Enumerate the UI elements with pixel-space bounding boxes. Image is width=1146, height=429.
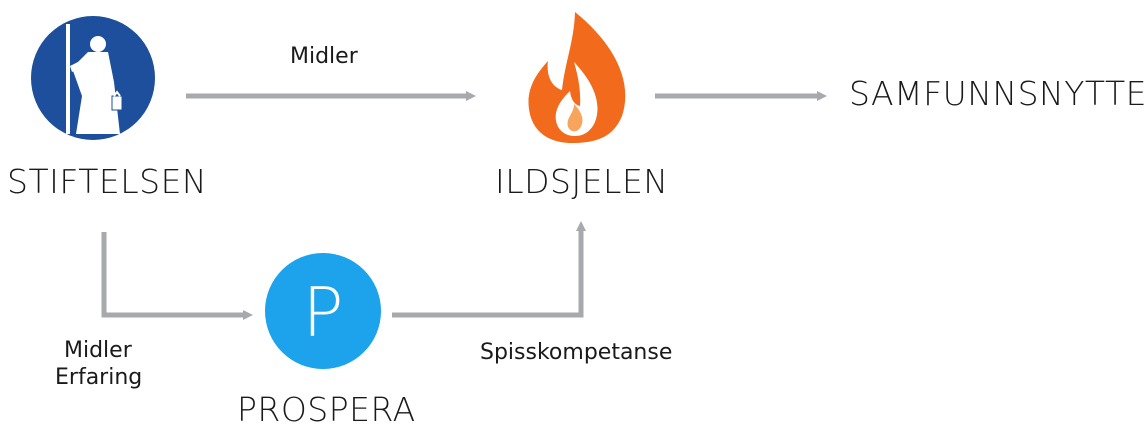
arrow-stiftelsen-to-prospera — [101, 232, 253, 320]
p-letter-icon: P — [265, 253, 381, 369]
lantern-bearer-icon — [31, 16, 155, 140]
stiftelsen-label: STIFTELSEN — [7, 162, 208, 201]
arrow-prospera-to-ildsjelen — [392, 221, 586, 318]
prospera-label: PROSPERA — [237, 390, 416, 429]
samfunnsnytte-label: SAMFUNNSNYTTE — [849, 74, 1146, 113]
svg-text:P: P — [302, 274, 343, 353]
ildsjelen-label: ILDSJELEN — [495, 162, 669, 201]
edge-label-spisskompetanse: Spisskompetanse — [480, 340, 673, 365]
edge-label-erfaring: Erfaring — [55, 365, 143, 390]
edge-label-midler-left: Midler — [64, 338, 132, 363]
edge-label-midler-top: Midler — [290, 44, 358, 69]
flame-icon — [528, 12, 626, 143]
